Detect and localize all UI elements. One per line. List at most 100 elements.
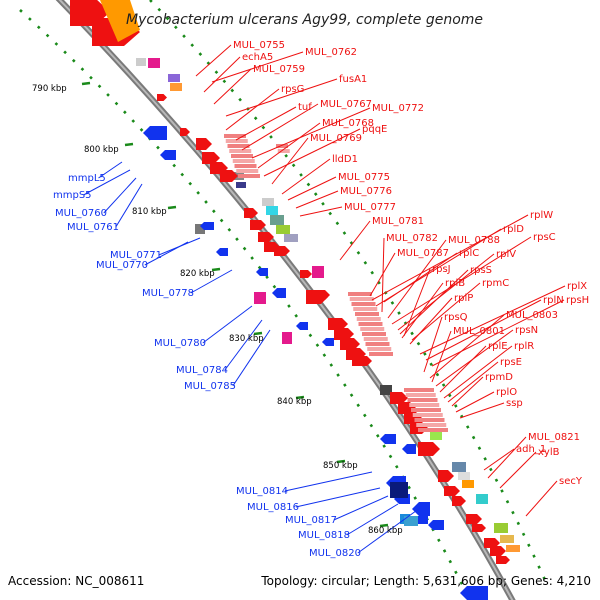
reverse-leader-line [98, 161, 123, 179]
reverse-gene-block [390, 482, 408, 498]
gene-band [229, 149, 252, 153]
scale-tick [253, 331, 263, 336]
reverse-leader-line [232, 329, 271, 387]
reverse-leader-line [284, 471, 373, 492]
forward-gene-label: MUL_0788 [448, 235, 500, 246]
forward-gene-arrow [274, 246, 290, 256]
forward-gene-label: tuf [298, 102, 312, 113]
forward-gene-arrow [496, 556, 510, 564]
cds-block [506, 545, 520, 552]
accession-text: Accession: NC_008611 [8, 574, 145, 588]
forward-gene-arrow [300, 270, 312, 278]
forward-leader-line [423, 316, 443, 373]
forward-leader-line [287, 176, 337, 201]
reverse-gene-arrow [216, 248, 228, 256]
scale-label: 830 kbp [229, 334, 264, 344]
gene-band [412, 413, 443, 417]
reverse-gene-label: MUL_0760 [55, 208, 107, 219]
forward-gene-label: rpmC [482, 278, 509, 289]
gene-band [411, 408, 441, 412]
gene-band [369, 352, 393, 356]
forward-leader-line [399, 269, 469, 335]
reverse-gene-label: mmpS5 [53, 190, 92, 201]
cds-block [170, 83, 182, 91]
forward-leader-line [439, 345, 487, 393]
forward-gene-arrow [100, 0, 140, 42]
forward-leader-line [263, 128, 361, 177]
forward-leader-line [241, 103, 319, 151]
forward-gene-arrow [452, 496, 466, 506]
forward-gene-label: xylB [538, 447, 560, 458]
forward-leader-line [251, 107, 371, 159]
forward-gene-label: secY [559, 476, 583, 487]
scale-tick [295, 395, 305, 400]
gene-band [418, 428, 448, 432]
reverse-gene-arrow [428, 520, 444, 530]
forward-gene-label: MUL_0767 [320, 99, 372, 110]
reverse-gene-label: MUL_0778 [142, 288, 194, 299]
forward-gene-label: MUL_0803 [506, 310, 558, 321]
reverse-gene-block [282, 332, 292, 344]
reverse-leader-line [333, 495, 389, 521]
scale-tick [81, 81, 91, 86]
reverse-gene-label: MUL_0770 [96, 260, 148, 271]
forward-gene-arrow [157, 94, 167, 101]
forward-leader-line [411, 282, 481, 341]
cds-block [500, 535, 514, 543]
reverse-gene-arrow [322, 338, 334, 346]
forward-gene-label: rplD [503, 224, 524, 235]
gene-band [276, 144, 288, 148]
reverse-leader-line [202, 305, 253, 344]
gene-band [405, 393, 436, 397]
scale-tick [379, 523, 389, 528]
forward-gene-label: MUL_0782 [386, 233, 438, 244]
forward-gene-label: MUL_0801 [453, 326, 505, 337]
gene-features [70, 0, 510, 600]
reverse-leader-line [158, 237, 201, 256]
forward-leader-line [425, 299, 542, 361]
reverse-leader-line [190, 269, 233, 294]
forward-leader-line [403, 268, 431, 337]
reverse-gene-block [254, 292, 266, 304]
scale-tick [124, 142, 134, 147]
forward-leader-line [487, 436, 527, 479]
forward-leader-line [369, 252, 396, 297]
forward-gene-label: pqqE [362, 124, 387, 135]
reverse-gene-arrow [256, 268, 268, 276]
forward-leader-line [525, 480, 558, 517]
forward-gene-label: MUL_0821 [528, 432, 580, 443]
forward-gene-arrow [490, 546, 506, 556]
cds-block [284, 234, 298, 242]
cds-block [380, 385, 392, 395]
forward-leader-line [483, 448, 515, 471]
gene-band [363, 337, 388, 341]
forward-gene-arrow [438, 470, 454, 482]
forward-leader-line [429, 314, 505, 379]
reverse-gene-label: MUL_0820 [309, 548, 361, 559]
forward-leader-line [451, 376, 484, 407]
gene-band [231, 154, 253, 158]
forward-leader-line [381, 237, 385, 313]
forward-gene-label: rplV [496, 249, 516, 260]
forward-leader-line [203, 56, 241, 93]
gene-band [236, 169, 259, 173]
forward-gene-label: MUL_0787 [397, 248, 449, 259]
forward-gene-label: MUL_0772 [372, 103, 424, 114]
forward-gene-label: rpsQ [444, 312, 468, 323]
forward-gene-label: lldD1 [332, 154, 358, 165]
reverse-leader-line [346, 503, 399, 536]
forward-gene-label: MUL_0769 [310, 133, 362, 144]
reverse-gene-label: MUL_0785 [184, 381, 236, 392]
forward-leader-line [431, 299, 565, 367]
forward-leader-line [295, 190, 339, 209]
forward-gene-label: rplP [454, 293, 473, 304]
forward-gene-label: rplB [445, 278, 465, 289]
cds-block [168, 74, 180, 82]
gene-band [360, 327, 385, 331]
cds-block [270, 215, 284, 225]
reverse-gene-arrow [160, 150, 176, 160]
reverse-gene-arrow [412, 502, 430, 516]
scale-dots [19, 0, 547, 600]
